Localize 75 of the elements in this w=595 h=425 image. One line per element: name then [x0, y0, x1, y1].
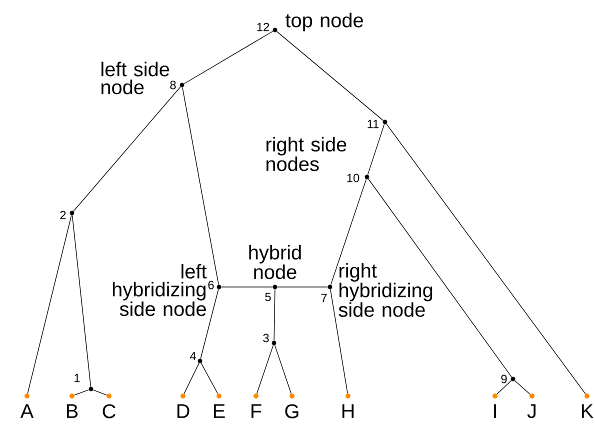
branch-line	[221, 286, 273, 288]
branch-line	[277, 286, 328, 288]
internal-node: 4	[190, 352, 202, 364]
node-caption: top node	[286, 12, 363, 32]
node-caption: left hybridizing side node	[112, 264, 207, 316]
branch-line	[184, 30, 274, 84]
node-label: E	[214, 404, 225, 418]
node-label: B	[67, 404, 78, 418]
branch-line	[256, 344, 274, 394]
branch-line	[496, 380, 512, 394]
branch-line	[274, 289, 276, 341]
node-label: 1	[74, 374, 80, 382]
branch-line	[200, 289, 219, 359]
node-caption: right hybridizing side node	[338, 263, 432, 317]
internal-node: 9	[501, 374, 516, 384]
branch-line	[73, 86, 181, 212]
branch-line	[92, 390, 107, 396]
node-label: 9	[501, 374, 507, 384]
node-label: J	[527, 404, 536, 418]
internal-node: 2	[60, 210, 74, 220]
node-label: 11	[368, 120, 379, 128]
node-label: 2	[60, 210, 66, 220]
internal-node: 7	[321, 284, 332, 302]
branch-line	[330, 178, 367, 286]
node-label: F	[252, 404, 262, 418]
internal-node: 5	[265, 284, 278, 302]
branch-line	[367, 124, 385, 176]
branch-line	[274, 344, 292, 394]
internal-node: 1	[74, 374, 94, 392]
node-label: C	[102, 404, 116, 418]
node-label: 4	[190, 352, 196, 360]
leaf-node: A	[20, 394, 34, 418]
internal-node: 12	[257, 22, 278, 32]
branch-line	[27, 215, 72, 394]
group-caption: right side nodes	[266, 136, 346, 172]
leaf-node: F	[252, 394, 262, 418]
branch-line	[276, 31, 384, 121]
internal-node: 3	[263, 334, 276, 346]
node-caption: hybrid node	[249, 244, 301, 280]
leaf-node: C	[102, 394, 116, 418]
node-label: K	[582, 404, 594, 418]
branch-line	[72, 215, 92, 387]
branch-line	[368, 178, 512, 378]
node-label: A	[20, 404, 34, 418]
internal-node: 11	[368, 120, 388, 128]
node-label: 5	[265, 292, 271, 302]
branch-line	[200, 362, 218, 394]
leaf-node: I	[492, 394, 498, 418]
node-label: G	[285, 404, 298, 418]
branch-line	[184, 362, 200, 394]
leaf-node: J	[527, 394, 536, 418]
leaf-node: K	[582, 394, 594, 418]
node-label: 8	[170, 80, 176, 90]
leaf-node: B	[67, 394, 78, 418]
branch-line	[182, 87, 219, 285]
leaf-node: E	[214, 394, 225, 418]
node-label: 6	[208, 280, 214, 290]
node-label: H	[342, 404, 354, 418]
branch-line	[330, 289, 348, 394]
internal-node: 6	[208, 280, 222, 290]
node-label: D	[177, 404, 190, 418]
node-label: 12	[257, 22, 270, 32]
internal-node: 10	[347, 174, 370, 182]
node-label: 10	[347, 174, 360, 182]
leaf-node: G	[285, 394, 298, 418]
node-label: I	[494, 404, 496, 418]
branch-line	[514, 380, 530, 395]
leaf-node: D	[177, 394, 190, 418]
node-caption: left side node	[102, 62, 170, 94]
node-label: 7	[321, 294, 327, 302]
node-label: 3	[263, 334, 269, 342]
internal-node: 8	[170, 80, 184, 90]
branch-line	[74, 390, 90, 396]
branch-line	[386, 124, 586, 394]
leaf-node: H	[342, 394, 354, 418]
